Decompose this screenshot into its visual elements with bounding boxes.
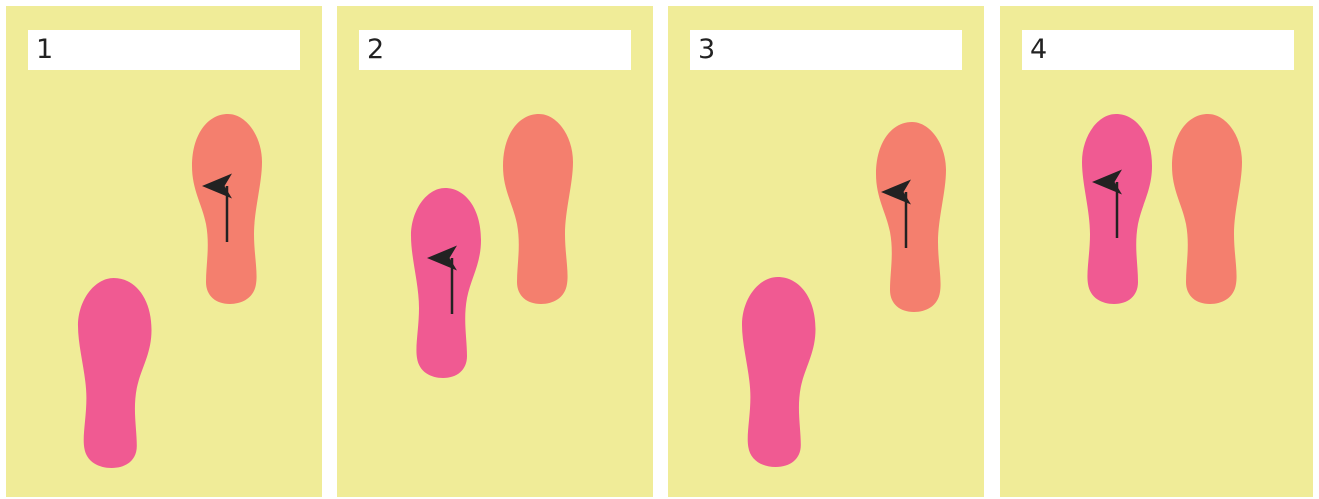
right-footprint: [1172, 114, 1242, 304]
right-footprint: [876, 122, 946, 312]
left-footprint: [742, 277, 816, 467]
left-footprint: [78, 278, 152, 468]
footprints-diagram: [6, 6, 322, 497]
step-panel-4: 4: [1000, 6, 1313, 497]
footprints-diagram: [1000, 6, 1313, 497]
step-panel-1: 1: [6, 6, 322, 497]
footprints-diagram: [668, 6, 984, 497]
step-panel-3: 3: [668, 6, 984, 497]
footprints-diagram: [337, 6, 653, 497]
step-panel-2: 2: [337, 6, 653, 497]
left-footprint: [411, 188, 481, 378]
right-footprint: [503, 114, 573, 304]
